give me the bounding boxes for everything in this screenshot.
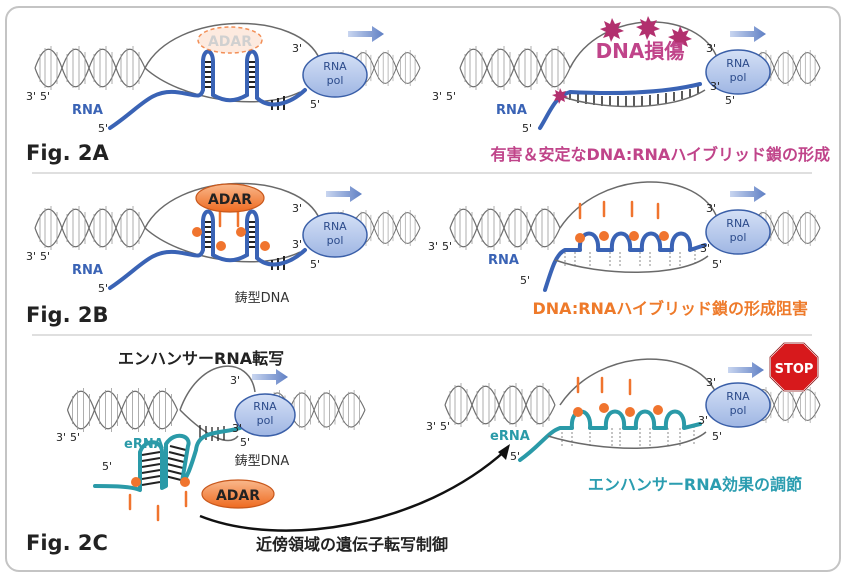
- five-prime-label: 5': [310, 98, 320, 111]
- arrow-right-icon: [252, 369, 288, 385]
- five-prime-label: 5': [40, 250, 50, 263]
- rna-polymerase: [302, 52, 368, 98]
- rna-polymerase: [705, 382, 771, 428]
- fig-2b-right-panel: RNA pol 3' 3' 5' 3' 5' RNA 5': [428, 181, 821, 292]
- three-prime-label: 3': [706, 376, 716, 389]
- fig-2a-caption: 有害＆安定なDNA:RNAハイブリッド鎖の形成: [490, 145, 830, 164]
- adar-faded-label: ADAR: [208, 34, 252, 50]
- rna-polymerase: [705, 209, 771, 255]
- three-prime-label: 3': [706, 42, 716, 55]
- five-prime-label: 5': [712, 258, 722, 271]
- rna-polymerase: [302, 212, 368, 258]
- rna-label: RNA: [72, 263, 103, 278]
- rna-polymerase: [705, 49, 771, 95]
- three-prime-label: 3': [698, 414, 708, 427]
- three-prime-label: 3': [232, 422, 242, 435]
- fig-2a-left-panel: ADAR RNA pol 3' 5' 3' 5' RNA 5': [26, 22, 421, 135]
- rna-label: RNA: [72, 103, 103, 118]
- rna-pol-label-2: pol: [327, 74, 344, 87]
- five-prime-label: 5': [510, 450, 520, 463]
- fig-2b-left-panel: ADAR RNA pol 3' 3' 5' 3' 5' RNA 5' 鋳型DNA: [26, 182, 421, 306]
- three-prime-label: 3': [56, 431, 66, 444]
- three-prime-label: 3': [292, 202, 302, 215]
- arrow-right-icon: [730, 26, 766, 42]
- five-prime-label: 5': [442, 240, 452, 253]
- adar-enzyme: [195, 183, 265, 213]
- fig-2c-caption-right: エンハンサーRNA効果の調節: [588, 475, 802, 494]
- rna-pol-label-1: RNA: [323, 60, 347, 73]
- regulation-arrow: [199, 449, 507, 532]
- template-dna-label: 鋳型DNA: [235, 453, 290, 469]
- rna-pol-label-1: RNA: [323, 220, 347, 233]
- five-prime-label: 5': [240, 436, 250, 449]
- figure-frame: [5, 6, 841, 572]
- five-prime-label: 5': [40, 90, 50, 103]
- rna-pol-label-2: pol: [730, 71, 747, 84]
- stop-label: STOP: [775, 362, 814, 377]
- fig-2c-caption-bottom: 近傍領域の遺伝子転写制御: [256, 535, 448, 554]
- dna-damage-label: DNA損傷: [596, 39, 685, 63]
- adar-label: ADAR: [208, 192, 252, 208]
- fig-2a-right-panel: DNA損傷 RNA pol 3' 3' 5' 3' 5' RNA 5': [432, 16, 821, 135]
- arrow-head-icon: [498, 444, 510, 460]
- five-prime-label: 5': [98, 122, 108, 135]
- rna-pol-label-2: pol: [730, 231, 747, 244]
- adar-label: ADAR: [216, 488, 260, 504]
- stop-sign-icon: STOP: [769, 342, 819, 392]
- adar-enzyme: [201, 479, 275, 509]
- adar-faded: [197, 26, 263, 54]
- three-prime-label: 3': [710, 80, 720, 93]
- three-prime-label: 3': [26, 90, 36, 103]
- erna-label: eRNA: [124, 437, 164, 452]
- three-prime-label: 3': [426, 420, 436, 433]
- five-prime-label: 5': [520, 274, 530, 287]
- rna-pol-label-1: RNA: [726, 217, 750, 230]
- rna-pol-label-1: RNA: [726, 390, 750, 403]
- five-prime-label: 5': [725, 94, 735, 107]
- three-prime-label: 3': [432, 90, 442, 103]
- template-dna-label: 鋳型DNA: [235, 290, 290, 306]
- arrow-right-icon: [348, 26, 384, 42]
- five-prime-label: 5': [712, 430, 722, 443]
- rna-label: RNA: [496, 103, 527, 118]
- rna-polymerase: [234, 393, 296, 437]
- arrow-right-icon: [326, 186, 362, 202]
- five-prime-label: 5': [440, 420, 450, 433]
- five-prime-label: 5': [70, 431, 80, 444]
- erna-label: eRNA: [490, 429, 530, 444]
- rna-pol-label-2: pol: [327, 234, 344, 247]
- fig-2c-label: Fig. 2C: [26, 531, 108, 555]
- enhancer-rna-title: エンハンサーRNA転写: [118, 349, 284, 368]
- rna-pol-label-1: RNA: [726, 57, 750, 70]
- five-prime-label: 5': [522, 122, 532, 135]
- five-prime-label: 5': [446, 90, 456, 103]
- rna-pol-label-2: pol: [730, 404, 747, 417]
- five-prime-label: 5': [102, 460, 112, 473]
- three-prime-label: 3': [292, 42, 302, 55]
- rna-pol-label-2: pol: [257, 414, 274, 427]
- arrow-right-icon: [728, 362, 764, 378]
- fig-2a-label: Fig. 2A: [26, 141, 109, 165]
- three-prime-label: 3': [26, 250, 36, 263]
- five-prime-label: 5': [310, 258, 320, 271]
- fig-2c-right-panel: RNA pol STOP 3' 3' 5' 3' 5' eRNA 5': [426, 342, 821, 463]
- star-damage-icon: [552, 16, 692, 104]
- three-prime-label: 3': [292, 238, 302, 251]
- rna-pol-label-1: RNA: [253, 400, 277, 413]
- three-prime-label: 3': [706, 202, 716, 215]
- rna-label: RNA: [488, 253, 519, 268]
- arrow-right-icon: [730, 186, 766, 202]
- fig-2b-label: Fig. 2B: [26, 303, 108, 327]
- fig-2c-left-panel: エンハンサーRNA転写 RNA pol 3' 3' 5' 3' 5' eR: [56, 349, 366, 522]
- three-prime-label: 3': [428, 240, 438, 253]
- fig-2b-caption: DNA:RNAハイブリッド鎖の形成阻害: [532, 299, 808, 318]
- five-prime-label: 5': [98, 282, 108, 295]
- three-prime-label: 3': [700, 242, 710, 255]
- three-prime-label: 3': [230, 374, 240, 387]
